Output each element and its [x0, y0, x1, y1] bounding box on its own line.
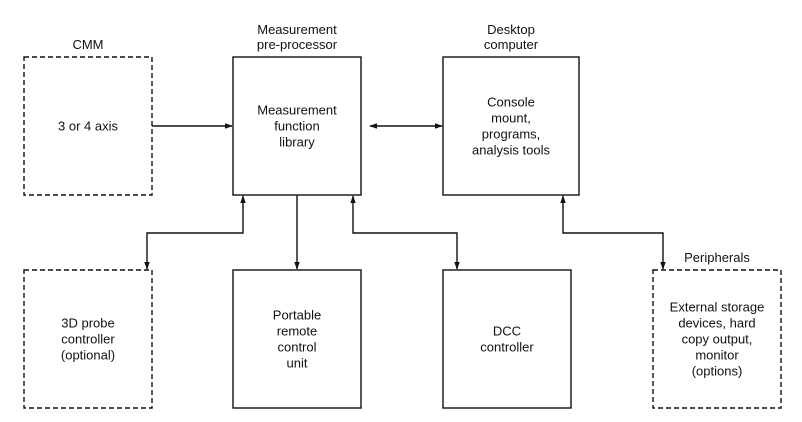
node-cmm-text: 3 or 4 axis	[58, 119, 118, 134]
node-peripherals-title: Peripherals	[684, 250, 750, 265]
node-portable-box	[232, 269, 362, 409]
node-dcc-text: controller	[480, 340, 534, 355]
node-desktop-text: Console	[487, 95, 535, 110]
node-desktop-title: computer	[484, 37, 539, 52]
node-cmm-title: CMM	[72, 37, 103, 52]
node-peripherals-text: External storage	[670, 300, 765, 315]
node-preprocessor-box	[232, 56, 362, 196]
node-desktop-text: programs,	[482, 127, 541, 142]
node-peripherals-box	[652, 269, 782, 409]
node-dcc-box	[442, 269, 572, 409]
node-desktop-text: analysis tools	[472, 143, 551, 158]
node-cmm-box	[23, 56, 153, 196]
node-desktop-text: mount,	[491, 111, 531, 126]
node-peripherals-text: (options)	[692, 364, 743, 379]
node-probe-text: controller	[61, 332, 115, 347]
node-desktop-box	[442, 56, 580, 196]
nodes-layer: 3 or 4 axisCMMMeasurementfunctionlibrary…	[23, 22, 782, 409]
node-preprocessor-text: Measurement	[257, 103, 337, 118]
node-dcc-text: DCC	[493, 324, 521, 339]
node-portable-text: control	[277, 340, 316, 355]
node-preprocessor-text: function	[274, 119, 320, 134]
connections-layer	[144, 123, 666, 270]
connector-desktop-peripherals	[560, 195, 666, 270]
connector-preprocessor-probe	[144, 195, 246, 270]
node-preprocessor-title: Measurement	[257, 22, 337, 37]
node-portable-text: Portable	[273, 308, 321, 323]
node-preprocessor: MeasurementfunctionlibraryMeasurementpre…	[232, 22, 362, 196]
node-peripherals-text: devices, hard	[678, 316, 755, 331]
node-probe-text: 3D probe	[61, 316, 114, 331]
connector-preprocessor-dcc	[350, 195, 460, 270]
node-probe-text: (optional)	[61, 348, 115, 363]
node-preprocessor-text: library	[279, 135, 315, 150]
node-probe-box	[23, 269, 153, 409]
node-cmm: 3 or 4 axis CMM	[23, 37, 153, 196]
node-portable-text: unit	[287, 356, 308, 371]
node-desktop-title: Desktop	[487, 22, 535, 37]
node-preprocessor-title: pre-processor	[257, 37, 338, 52]
node-portable-text: remote	[277, 324, 317, 339]
node-peripherals-text: monitor	[695, 348, 739, 363]
node-peripherals-text: copy output,	[682, 332, 753, 347]
